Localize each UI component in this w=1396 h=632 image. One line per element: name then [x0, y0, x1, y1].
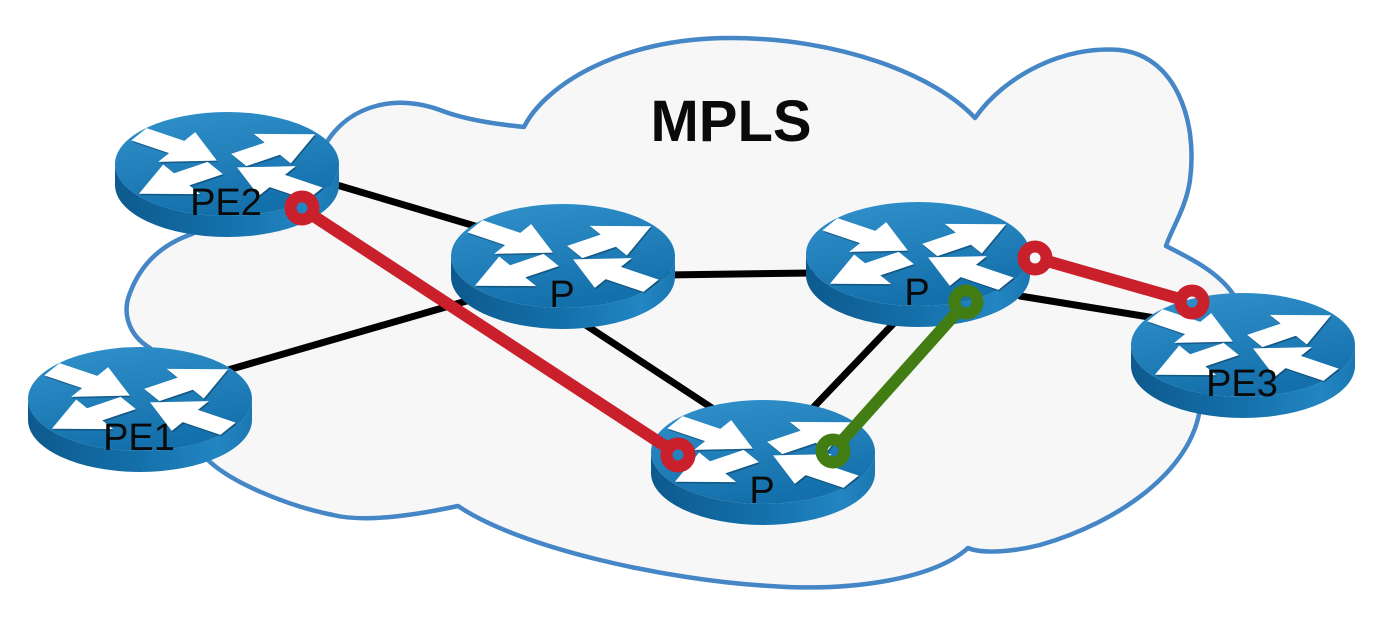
red-path-segment-pright-pe3: [1041, 255, 1186, 305]
link-pright-pe3: [1016, 292, 1159, 322]
green-path: [815, 284, 984, 469]
green-path-endpoint-pright: [948, 284, 984, 320]
router-pe1: PE1: [28, 347, 252, 472]
link-pright-pbottom: [804, 318, 899, 417]
router-label-pe3: PE3: [1206, 363, 1278, 405]
router-p-bottom: P: [651, 400, 875, 525]
router-pe2: PE2: [115, 112, 339, 237]
cloud-title: MPLS: [650, 89, 811, 154]
router-label-p-center: P: [549, 274, 574, 316]
red-path-endpoint-pbottom: [660, 437, 696, 473]
router-label-pe2: PE2: [190, 182, 262, 224]
link-pe2-pcenter: [316, 176, 479, 230]
link-pe1-pcenter: [224, 296, 474, 374]
links-layer: [224, 176, 1159, 417]
red-path-endpoint-pe3: [1174, 284, 1210, 320]
red-path: [284, 190, 1210, 473]
green-path-endpoint-pbottom: [815, 433, 851, 469]
red-path-endpoint-pright: [1017, 240, 1053, 276]
router-label-p-bottom: P: [749, 470, 774, 512]
link-pcenter-pright: [661, 269, 816, 279]
router-pe3: PE3: [1131, 293, 1355, 418]
green-path-segment-pbottom-pright: [835, 305, 964, 448]
router-label-p-right: P: [904, 272, 929, 314]
red-path-segment-pe2-pbottom: [306, 209, 674, 454]
router-label-pe1: PE1: [103, 417, 175, 459]
link-pcenter-pbottom: [574, 316, 719, 414]
router-p-center: P: [451, 204, 675, 329]
red-path-endpoint-pe2: [284, 190, 320, 226]
router-p-right: P: [806, 202, 1030, 327]
